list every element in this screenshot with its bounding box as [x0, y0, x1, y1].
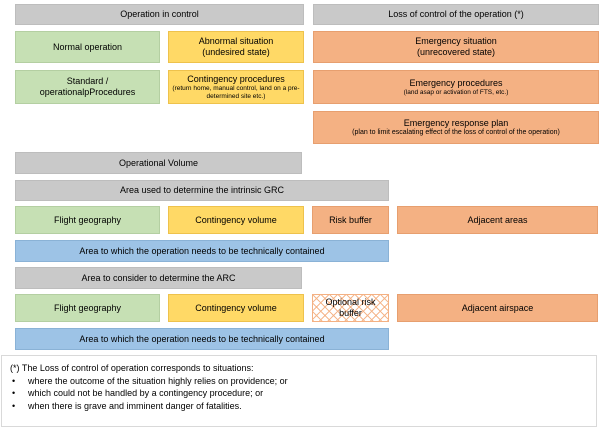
emergency-procedures-label: Emergency procedures	[409, 77, 503, 88]
emergency-procedures-box: Emergency procedures (land asap or activ…	[313, 70, 599, 104]
footnote-item: which could not be handled by a continge…	[10, 387, 588, 400]
flight-geography-air-label: Flight geography	[53, 302, 122, 313]
normal-operation-label: Normal operation	[52, 41, 123, 52]
footnote-item: where the outcome of the situation highl…	[10, 375, 588, 388]
standard-procedures-line1: Standard /	[66, 76, 109, 86]
adjacent-areas-label: Adjacent areas	[467, 214, 528, 225]
optional-risk-buffer-line2: buffer	[339, 308, 362, 318]
abnormal-situation-box: Abnormal situation (undesired state)	[168, 31, 304, 63]
arc-area-label: Area to consider to determine the ARC	[81, 272, 236, 283]
emergency-response-plan-sub: (plan to limit escalating effect of the …	[352, 129, 560, 136]
emergency-response-plan-label: Emergency response plan	[403, 118, 509, 128]
adjacent-airspace-label: Adjacent airspace	[461, 302, 534, 313]
grc-area-box: Area used to determine the intrinsic GRC	[15, 180, 389, 201]
contingency-volume-ground-label: Contingency volume	[195, 214, 277, 225]
adjacent-areas-box: Adjacent areas	[397, 206, 598, 234]
standard-procedures-box: Standard / operationalpProcedures	[15, 70, 160, 104]
header-operation-in-control-label: Operation in control	[120, 9, 199, 19]
risk-buffer-box: Risk buffer	[312, 206, 389, 234]
grc-area-label: Area used to determine the intrinsic GRC	[119, 185, 285, 195]
contingency-volume-ground-box: Contingency volume	[168, 206, 304, 234]
optional-risk-buffer-line1: Optional risk	[325, 297, 376, 307]
contingency-volume-air-label: Contingency volume	[195, 302, 277, 313]
standard-procedures-line2: operationalpProcedures	[39, 87, 136, 97]
flight-geography-air-box: Flight geography	[15, 294, 160, 322]
contingency-procedures-sub: (return home, manual control, land on a …	[172, 84, 300, 100]
emergency-situation-sub: (unrecovered state)	[416, 47, 496, 57]
loss-of-control-footnote: (*) The Loss of control of operation cor…	[1, 355, 597, 427]
header-loss-of-control-label: Loss of control of the operation (*)	[388, 9, 524, 19]
emergency-situation-box: Emergency situation (unrecovered state)	[313, 31, 599, 63]
emergency-situation-label: Emergency situation	[415, 36, 497, 46]
operational-volume-box: Operational Volume	[15, 152, 302, 174]
flight-geography-ground-label: Flight geography	[53, 214, 122, 225]
header-loss-of-control: Loss of control of the operation (*)	[313, 4, 599, 25]
technically-contained-ground-label: Area to which the operation needs to be …	[79, 245, 325, 256]
arc-area-box: Area to consider to determine the ARC	[15, 267, 302, 289]
contingency-volume-air-box: Contingency volume	[168, 294, 304, 322]
technically-contained-air-label: Area to which the operation needs to be …	[79, 333, 325, 344]
adjacent-airspace-box: Adjacent airspace	[397, 294, 598, 322]
normal-operation-box: Normal operation	[15, 31, 160, 63]
technically-contained-air-box: Area to which the operation needs to be …	[15, 328, 389, 350]
technically-contained-ground-box: Area to which the operation needs to be …	[15, 240, 389, 262]
risk-buffer-label: Risk buffer	[329, 214, 372, 225]
footnote-intro: (*) The Loss of control of operation cor…	[10, 363, 254, 373]
operational-volume-label: Operational Volume	[118, 157, 199, 168]
abnormal-situation-sub: (undesired state)	[202, 47, 270, 57]
header-operation-in-control: Operation in control	[15, 4, 304, 25]
contingency-procedures-label: Contingency procedures	[187, 73, 285, 84]
flight-geography-ground-box: Flight geography	[15, 206, 160, 234]
optional-risk-buffer-box: Optional risk buffer	[312, 294, 389, 322]
emergency-response-plan-box: Emergency response plan (plan to limit e…	[313, 111, 599, 144]
footnote-list: where the outcome of the situation highl…	[10, 375, 588, 413]
footnote-item: when there is grave and imminent danger …	[10, 400, 588, 413]
emergency-procedures-sub: (land asap or activation of FTS, etc.)	[403, 88, 509, 96]
abnormal-situation-label: Abnormal situation	[198, 36, 274, 46]
contingency-procedures-box: Contingency procedures (return home, man…	[168, 70, 304, 104]
